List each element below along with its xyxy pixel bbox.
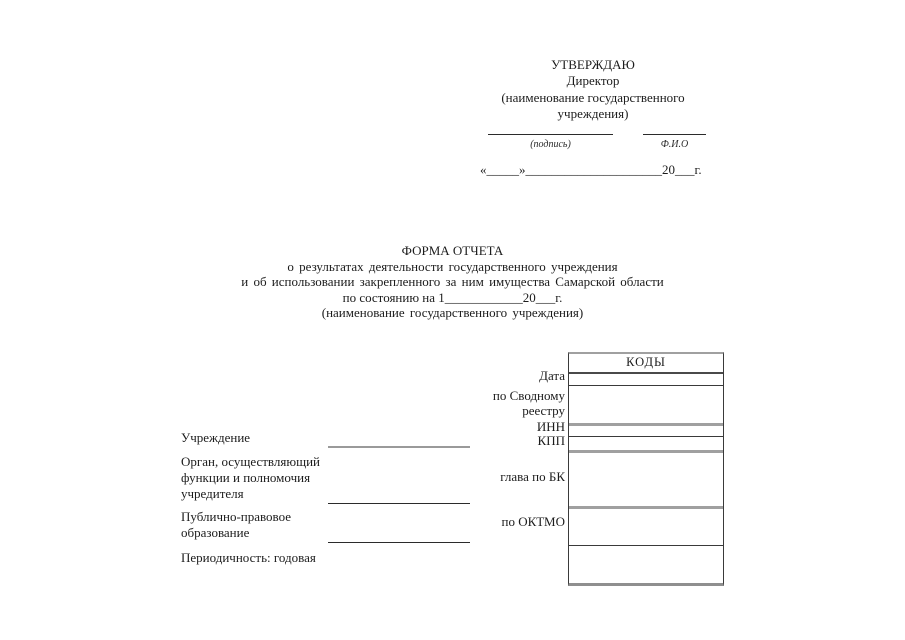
field-label-institution: Учреждение [181,430,251,445]
codes-label-consolidated-registry: по Сводному реестру [492,388,565,418]
signature-caption: (подпись) [530,139,571,150]
report-subtitle-2: и об использовании закрепленного за ним … [241,274,664,289]
approval-org-name-line1: (наименование государственного [501,89,685,105]
report-heading: ФОРМА ОТЧЕТА [401,243,504,258]
field-label-founder-body: Орган, осуществляющий функции и полномоч… [181,454,320,502]
codes-label-inn: ИНН [536,419,565,434]
codes-cell-date[interactable] [569,372,723,385]
report-as-of-date-line[interactable]: по состоянию на 1____________20___г. [342,289,563,305]
codes-table: КОДЫ [568,352,724,586]
report-subtitle-1: о результатах деятельности государственн… [287,258,618,274]
codes-cell-kpp[interactable] [569,436,723,450]
codes-cell-oktmo[interactable] [569,506,723,545]
codes-header-cell: КОДЫ [626,355,666,369]
codes-cell-consolidated-registry[interactable] [569,385,723,423]
public-entity-blank-line[interactable] [328,542,470,543]
approval-stamp: УТВЕРЖДАЮ [551,57,635,72]
codes-label-bk-chapter: глава по БК [500,469,565,484]
fullname-caption: Ф.И.О [660,139,689,150]
fullname-blank-line[interactable] [643,134,706,135]
field-label-periodicity: Периодичность: годовая [181,550,316,565]
codes-label-oktmo: по ОКТМО [501,514,565,529]
signature-blank-line[interactable] [488,134,613,135]
approval-position: Директор [566,73,620,89]
codes-cell-inn[interactable] [569,423,723,436]
report-org-caption: (наименование государственного учреждени… [321,305,584,320]
institution-blank-line[interactable] [328,446,470,448]
approval-org-name-line2: учреждения) [557,105,629,121]
codes-cell-bk-chapter[interactable] [569,450,723,506]
codes-cell-empty[interactable] [569,545,723,583]
field-label-public-entity: Публично-правовое образование [181,509,292,540]
founder-body-blank-line[interactable] [328,503,470,504]
report-title-block: ФОРМА ОТЧЕТА о результатах деятельности … [100,243,805,321]
codes-label-kpp: КПП [537,433,565,448]
approval-date-line[interactable]: «_____»_____________________20___г. [480,162,702,177]
approval-block: УТВЕРЖДАЮ Директор (наименование государ… [468,57,718,122]
codes-label-date: Дата [539,368,565,383]
